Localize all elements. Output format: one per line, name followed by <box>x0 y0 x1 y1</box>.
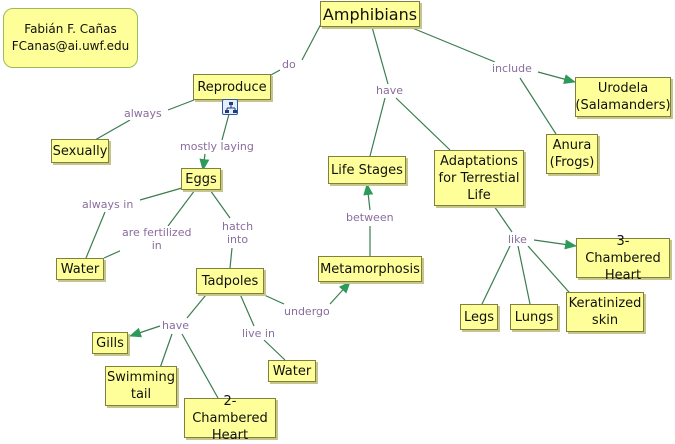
concept-swimming-tail[interactable]: Swimming tail <box>105 366 177 406</box>
line-always-sexually <box>94 119 131 141</box>
line-mostlylaying-eggs <box>199 153 210 171</box>
concept-anura[interactable]: Anura (Frogs) <box>546 134 598 174</box>
line-reproduce-always <box>167 99 195 111</box>
link-live-in: live in <box>240 327 277 340</box>
line-fertilized-water <box>103 249 123 259</box>
link-have-tadpoles: have <box>160 319 191 332</box>
line-like-legs <box>481 245 511 305</box>
link-do: do <box>280 58 298 71</box>
concept-keratinized-skin[interactable]: Keratinized skin <box>566 292 644 332</box>
concept-three-chambered-heart[interactable]: 3-Chambered Heart <box>576 234 670 283</box>
line-amphibians-do <box>301 21 323 61</box>
link-have: have <box>374 84 405 97</box>
line-amphibians-have <box>371 26 389 85</box>
concept-amphibians[interactable]: Amphibians <box>320 1 420 27</box>
concept-reproduce[interactable]: Reproduce <box>193 74 271 100</box>
concept-life-stages[interactable]: Life Stages <box>328 156 406 184</box>
line-include-urodela <box>537 71 576 84</box>
line-adaptations-like <box>493 205 513 233</box>
line-like-skin <box>527 245 577 301</box>
link-always-in: always in <box>80 198 136 211</box>
line-undergo-metamorphosis <box>329 281 351 305</box>
link-are-fertilized-in: are fertilized in <box>120 226 194 252</box>
link-mostly-laying: mostly laying <box>178 140 256 153</box>
line-eggs-fertilized <box>167 189 196 227</box>
line-have-tail <box>159 333 173 369</box>
concept-sexually[interactable]: Sexually <box>51 139 109 163</box>
link-undergo: undergo <box>282 305 332 318</box>
concept-eggs[interactable]: Eggs <box>181 168 221 190</box>
line-eggs-alwaysin <box>139 187 183 201</box>
line-eggs-hatch <box>209 189 231 219</box>
concept-map-resource-icon[interactable] <box>222 99 238 115</box>
line-include-anura <box>519 77 557 135</box>
link-hatch-into: hatch into <box>220 220 256 246</box>
concept-legs[interactable]: Legs <box>460 304 498 330</box>
line-like-lungs <box>517 245 531 305</box>
line-have-lifestages <box>369 97 386 157</box>
author-email: FCanas@ai.uwf.edu <box>11 39 130 53</box>
line-between-lifestages <box>363 183 374 211</box>
concept-tadpoles[interactable]: Tadpoles <box>196 268 264 294</box>
line-tadpoles-livein <box>239 293 255 327</box>
concept-lungs[interactable]: Lungs <box>510 304 558 330</box>
concept-two-chambered-heart[interactable]: 2-Chambered Heart <box>184 394 276 443</box>
concept-urodela[interactable]: Urodela (Salamanders) <box>575 77 671 117</box>
line-have-gills <box>129 325 161 338</box>
line-tadpoles-undergo <box>261 293 285 305</box>
link-between: between <box>344 211 396 224</box>
line-alwaysin-water <box>85 211 106 259</box>
concept-gills[interactable]: Gills <box>92 332 128 354</box>
link-always: always <box>122 107 164 120</box>
link-like: like <box>506 233 529 246</box>
author-card: Fabián F. Cañas FCanas@ai.uwf.edu <box>3 8 138 68</box>
author-name: Fabián F. Cañas <box>24 22 117 36</box>
concept-adaptations[interactable]: Adaptations for Terrestial Life <box>434 150 524 206</box>
concept-water-eggs[interactable]: Water <box>56 258 104 280</box>
line-hatch-tadpoles <box>229 247 233 269</box>
line-have-heart <box>181 333 219 399</box>
line-have-adaptations <box>395 97 451 151</box>
line-like-3heart <box>533 239 577 250</box>
concept-water-tadpoles[interactable]: Water <box>268 360 316 382</box>
line-amphibians-include <box>404 24 496 63</box>
line-livein-water <box>263 339 286 361</box>
link-include: include <box>490 62 534 75</box>
concept-metamorphosis[interactable]: Metamorphosis <box>318 256 422 282</box>
line-tadpoles-have <box>186 289 211 319</box>
